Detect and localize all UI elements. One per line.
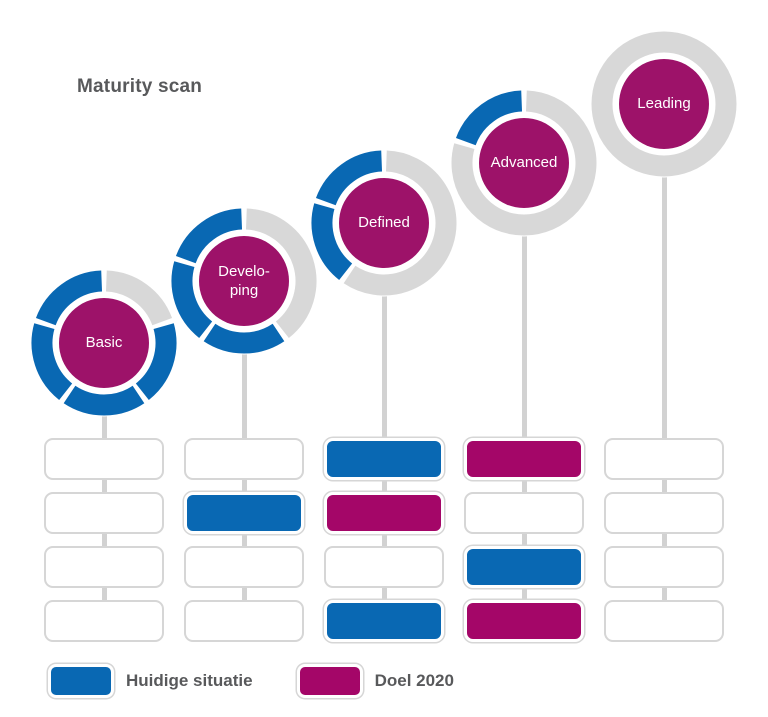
ring-segment-blue bbox=[203, 323, 285, 354]
stage-leading-box-4-empty bbox=[604, 600, 724, 642]
ring-segment-gray bbox=[591, 31, 737, 177]
legend-swatch-current bbox=[48, 664, 114, 698]
stage-defined-box-4-current bbox=[324, 600, 444, 642]
ring-segment-gray bbox=[451, 90, 597, 236]
stage-advanced-box-4-goal bbox=[464, 600, 584, 642]
stage-basic-circle bbox=[30, 269, 178, 417]
stage-advanced-inner-circle bbox=[479, 118, 569, 208]
stage-developing-inner-circle bbox=[199, 236, 289, 326]
page-title: Maturity scan bbox=[77, 76, 203, 97]
stage-leading-inner-circle bbox=[619, 59, 709, 149]
ring-segment-blue bbox=[35, 270, 103, 326]
stage-defined-inner-circle bbox=[339, 178, 429, 268]
ring-segment-blue bbox=[455, 90, 523, 146]
stage-leading-connector-line bbox=[661, 104, 667, 615]
stage-leading-circle bbox=[590, 30, 738, 178]
ring-segment-blue bbox=[311, 203, 353, 280]
stage-basic-inner-circle bbox=[59, 298, 149, 388]
stage-basic-box-1-empty bbox=[44, 438, 164, 480]
stage-advanced-circle bbox=[450, 89, 598, 237]
stage-leading-box-2-empty bbox=[604, 492, 724, 534]
ring-segment-blue bbox=[31, 323, 73, 400]
ring-segment-blue bbox=[63, 385, 145, 416]
stage-advanced-box-2-empty bbox=[464, 492, 584, 534]
ring-segment-blue bbox=[315, 150, 383, 206]
stage-leading-box-1-empty bbox=[604, 438, 724, 480]
ring-segment-blue bbox=[171, 261, 213, 338]
stage-basic-box-3-empty bbox=[44, 546, 164, 588]
ring-segment-gray bbox=[105, 270, 173, 326]
ring-segment-blue bbox=[175, 208, 243, 264]
legend-label-current: Huidige situatie bbox=[126, 671, 253, 690]
ring-segment-blue bbox=[135, 323, 177, 400]
legend-label-goal: Doel 2020 bbox=[374, 671, 454, 690]
stage-developing-box-3-empty bbox=[184, 546, 304, 588]
stage-developing-circle bbox=[170, 207, 318, 355]
legend-swatch-goal bbox=[296, 664, 363, 698]
stage-advanced-connector-line bbox=[521, 163, 527, 615]
stage-basic-box-2-empty bbox=[44, 492, 164, 534]
stage-developing-box-1-empty bbox=[184, 438, 304, 480]
stage-defined-connector-line bbox=[381, 223, 387, 615]
stage-advanced-box-1-goal bbox=[464, 438, 584, 480]
stage-defined-box-1-current bbox=[324, 438, 444, 480]
stage-defined-box-2-goal bbox=[324, 492, 444, 534]
stage-basic-box-4-empty bbox=[44, 600, 164, 642]
ring-segment-gray bbox=[343, 150, 457, 296]
stage-defined-circle bbox=[310, 149, 458, 297]
legend: Huidige situatie Doel 2020 bbox=[48, 664, 454, 698]
ring-segment-gray bbox=[245, 208, 317, 338]
stage-developing-box-4-empty bbox=[184, 600, 304, 642]
stage-defined-box-3-empty bbox=[324, 546, 444, 588]
stage-developing-box-2-current bbox=[184, 492, 304, 534]
stage-leading-box-3-empty bbox=[604, 546, 724, 588]
stage-advanced-box-3-current bbox=[464, 546, 584, 588]
